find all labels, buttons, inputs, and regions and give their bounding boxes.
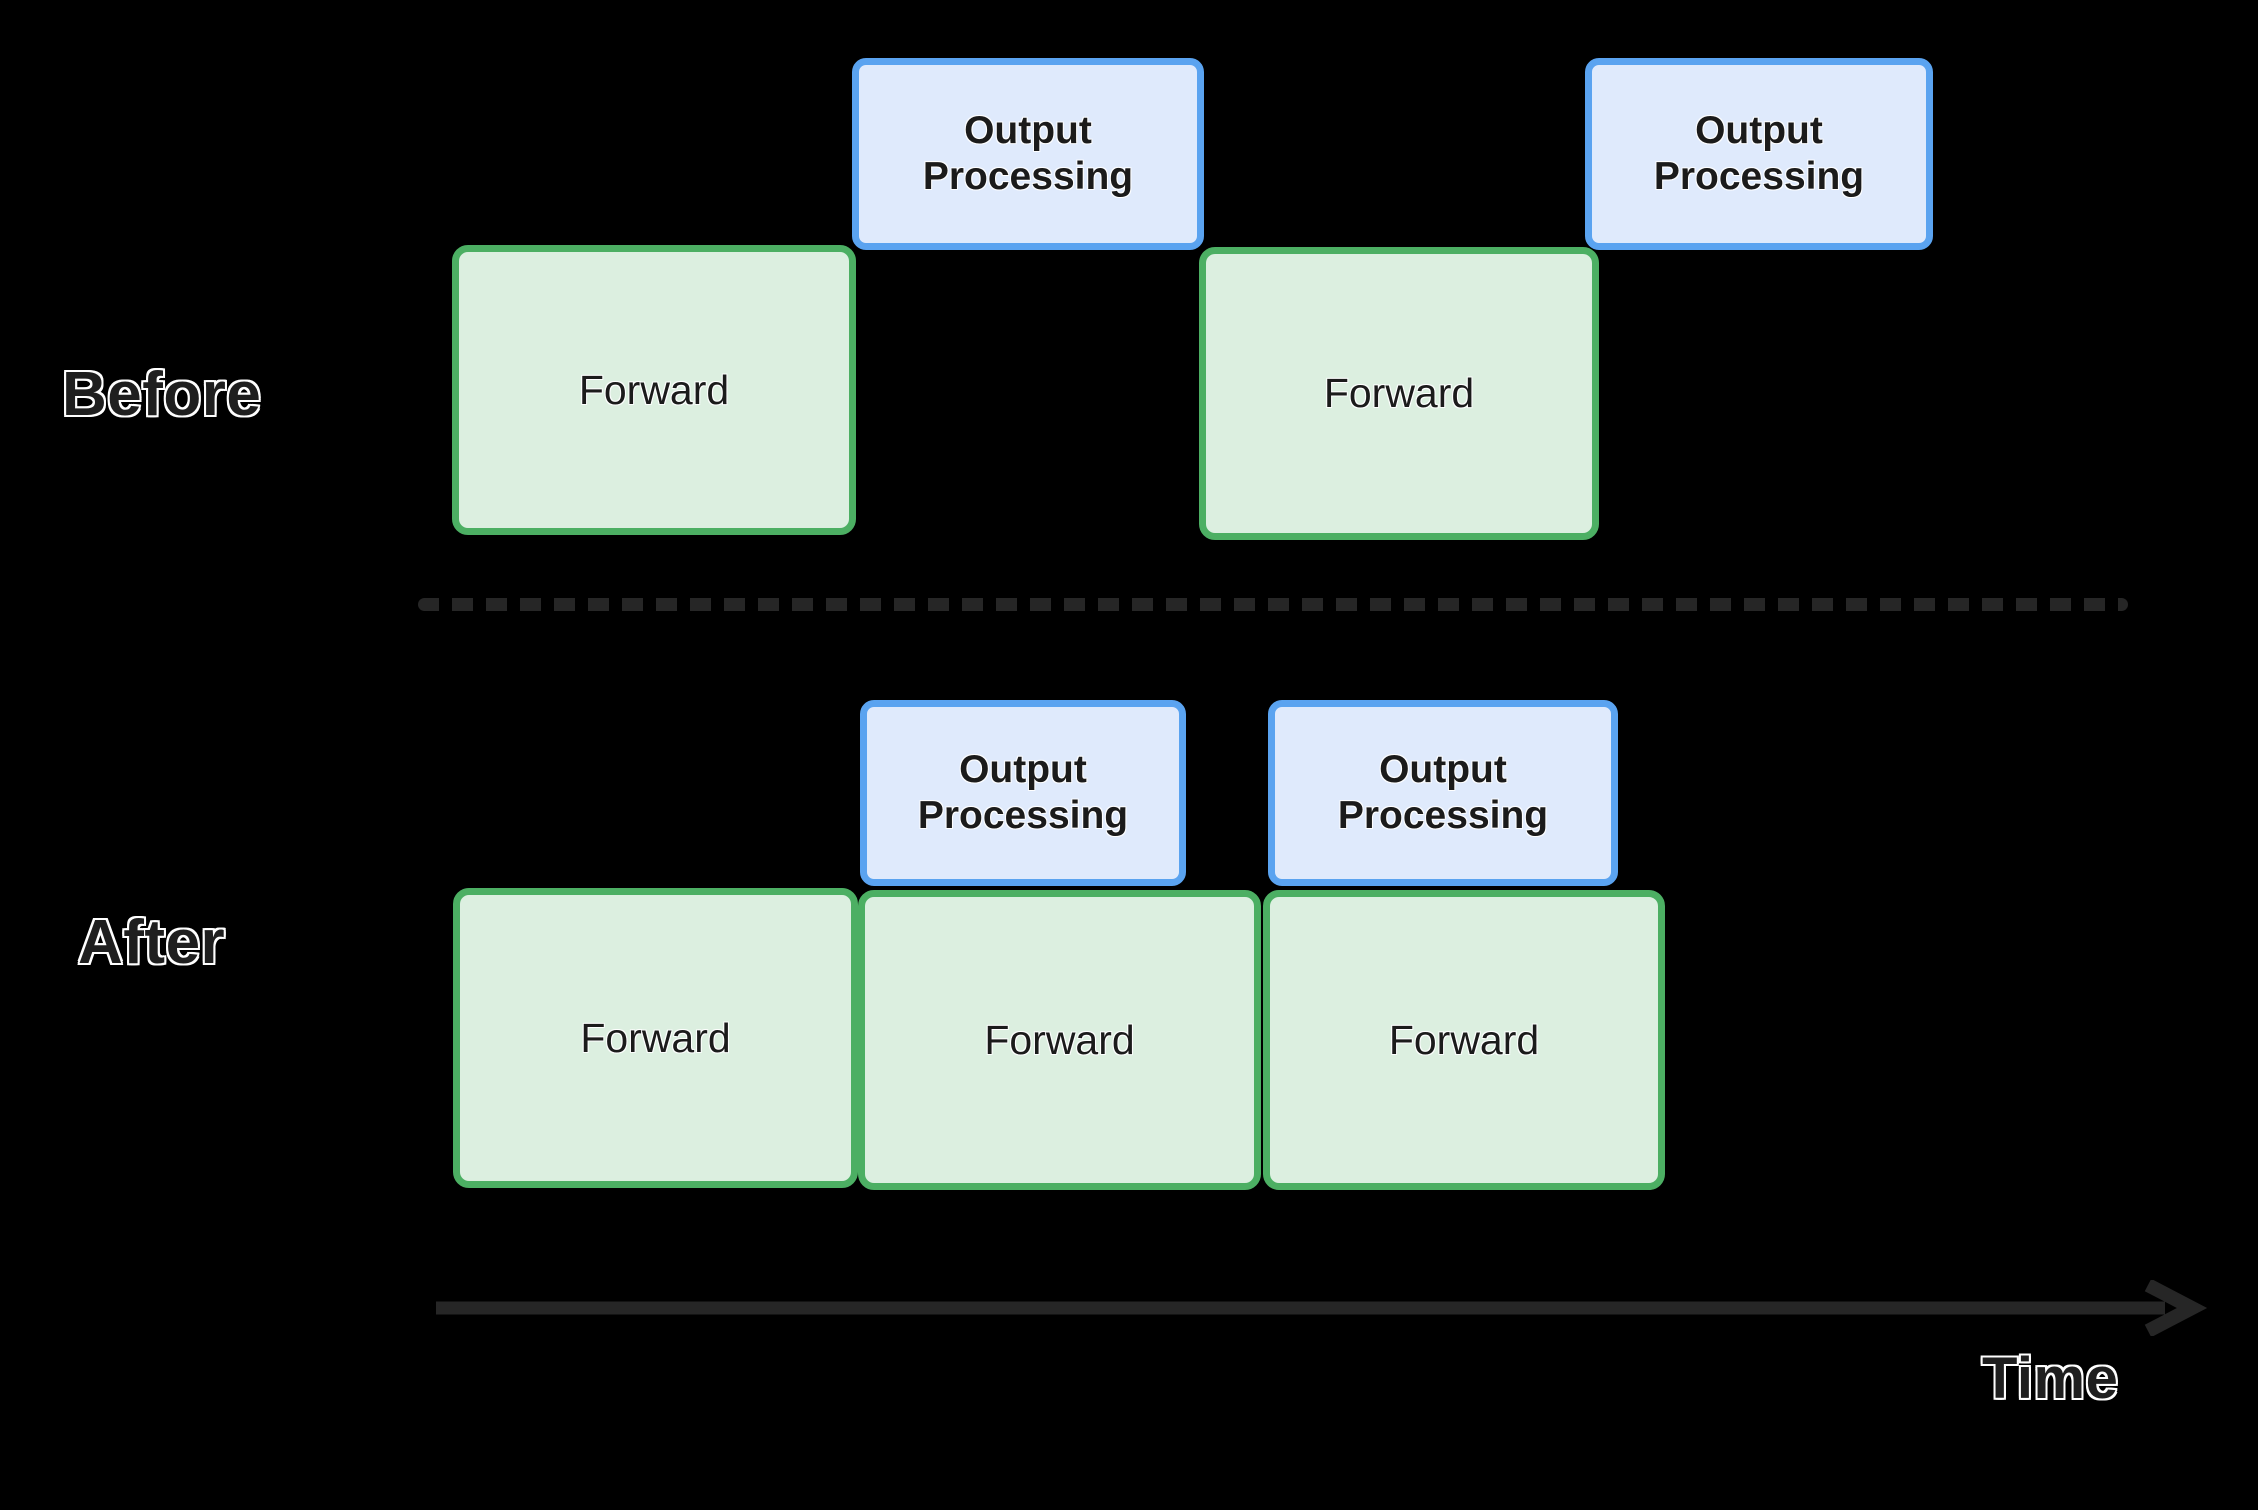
after-output-processing-box-2: Output Processing xyxy=(1268,700,1618,886)
after-forward-box-3: Forward xyxy=(1263,890,1665,1190)
time-axis-label: Time xyxy=(1980,1346,2119,1411)
section-label-before: Before xyxy=(60,360,262,429)
after-output-processing-label-2: Output Processing xyxy=(1338,747,1548,839)
before-output-processing-box-1: Output Processing xyxy=(852,58,1204,250)
before-output-processing-box-2: Output Processing xyxy=(1585,58,1933,250)
before-forward-label-2: Forward xyxy=(1323,370,1475,417)
after-output-processing-box-1: Output Processing xyxy=(860,700,1186,886)
output-label-line2: Processing xyxy=(922,155,1134,198)
output-label-line2: Processing xyxy=(1337,794,1549,837)
before-forward-label-1: Forward xyxy=(578,366,730,413)
section-label-after: After xyxy=(76,908,226,977)
after-output-processing-label-1: Output Processing xyxy=(918,747,1128,839)
time-axis-arrow-icon xyxy=(436,1280,2208,1336)
after-forward-label-1: Forward xyxy=(580,1014,731,1061)
before-forward-box-1: Forward xyxy=(452,245,856,535)
after-forward-box-1: Forward xyxy=(453,888,858,1188)
output-label-line2: Processing xyxy=(917,794,1129,837)
after-forward-box-2: Forward xyxy=(858,890,1261,1190)
output-label-line1: Output xyxy=(959,747,1087,791)
after-forward-label-2: Forward xyxy=(984,1016,1135,1063)
output-label-line1: Output xyxy=(964,108,1092,152)
output-label-line2: Processing xyxy=(1653,155,1865,198)
before-forward-box-2: Forward xyxy=(1199,247,1599,540)
section-divider-dashed-line xyxy=(418,598,2128,611)
before-output-processing-label-1: Output Processing xyxy=(923,108,1133,200)
output-label-line1: Output xyxy=(1695,108,1823,152)
after-forward-label-3: Forward xyxy=(1388,1016,1540,1063)
before-output-processing-label-2: Output Processing xyxy=(1654,108,1864,200)
output-label-line1: Output xyxy=(1379,747,1507,791)
